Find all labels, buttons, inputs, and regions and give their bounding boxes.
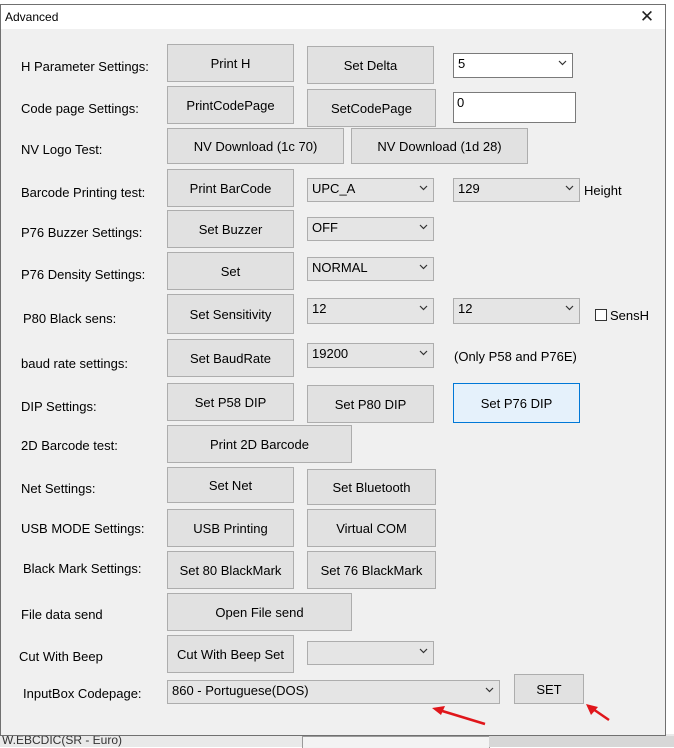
black-mark-label: Black Mark Settings: [23, 561, 142, 576]
black-sens-value-2: 12 [458, 301, 473, 316]
set-density-button[interactable]: Set [167, 252, 294, 290]
advanced-dialog: Advanced ✕ H Parameter Settings: Print H… [0, 4, 666, 736]
buzzer-value: OFF [312, 220, 338, 235]
window-title: Advanced [5, 10, 59, 24]
code-page-label: Code page Settings: [21, 101, 139, 116]
dip-label: DIP Settings: [21, 399, 97, 414]
set-codepage-button[interactable]: SetCodePage [307, 89, 436, 127]
chevron-down-icon [485, 687, 494, 693]
chevron-down-icon [419, 350, 428, 356]
density-select[interactable]: NORMAL [307, 257, 434, 281]
usb-mode-label: USB MODE Settings: [21, 521, 145, 536]
chevron-down-icon [565, 185, 574, 191]
h-param-label: H Parameter Settings: [21, 59, 149, 74]
baud-value: 19200 [312, 346, 349, 361]
file-send-label: File data send [21, 607, 103, 622]
nv-download-1d28-button[interactable]: NV Download (1d 28) [351, 128, 528, 164]
buzzer-select[interactable]: OFF [307, 217, 434, 241]
set-sensitivity-button[interactable]: Set Sensitivity [167, 294, 294, 334]
set-p80-dip-button[interactable]: Set P80 DIP [307, 385, 434, 423]
print-barcode-button[interactable]: Print BarCode [167, 169, 294, 207]
nv-logo-label: NV Logo Test: [21, 142, 103, 157]
nv-download-1c70-button[interactable]: NV Download (1c 70) [167, 128, 344, 164]
set-76-blackmark-button[interactable]: Set 76 BlackMark [307, 551, 436, 589]
density-value: NORMAL [312, 260, 368, 275]
cut-beep-label: Cut With Beep [19, 649, 103, 664]
sensh-checkbox[interactable] [595, 309, 607, 321]
inputbox-codepage-value: 860 - Portuguese(DOS) [172, 683, 309, 698]
dialog-body: H Parameter Settings: Print H Set Delta … [1, 29, 665, 735]
sensh-label: SensH [610, 308, 650, 323]
chevron-down-icon [558, 60, 567, 66]
cut-beep-set-button[interactable]: Cut With Beep Set [167, 635, 294, 673]
net-label: Net Settings: [21, 481, 96, 496]
chevron-down-icon [419, 224, 428, 230]
barcode-height-select[interactable]: 129 [453, 178, 580, 202]
usb-printing-button[interactable]: USB Printing [167, 509, 294, 547]
print-2d-barcode-button[interactable]: Print 2D Barcode [167, 425, 352, 463]
barcode-type-value: UPC_A [312, 181, 356, 196]
baud-label: baud rate settings: [21, 356, 128, 371]
delta-select[interactable]: 5 [453, 53, 573, 78]
set-bluetooth-button[interactable]: Set Bluetooth [307, 469, 436, 505]
baud-select[interactable]: 19200 [307, 343, 434, 368]
set-p76-dip-button[interactable]: Set P76 DIP [453, 383, 580, 423]
background-panel [302, 736, 490, 748]
delta-select-value: 5 [458, 56, 466, 71]
codepage-input-value: 0 [457, 95, 465, 110]
black-sens-select-2[interactable]: 12 [453, 298, 580, 324]
annotation-arrow-icon [432, 706, 486, 726]
chevron-down-icon [565, 305, 574, 311]
inputbox-codepage-label: InputBox Codepage: [23, 686, 142, 701]
set-p58-dip-button[interactable]: Set P58 DIP [167, 383, 294, 421]
barcode-height-value: 129 [458, 181, 480, 196]
open-file-send-button[interactable]: Open File send [167, 593, 352, 631]
cut-beep-select[interactable] [307, 641, 434, 665]
buzzer-label: P76 Buzzer Settings: [21, 225, 143, 240]
set-80-blackmark-button[interactable]: Set 80 BlackMark [167, 551, 294, 589]
chevron-down-icon [419, 305, 428, 311]
virtual-com-button[interactable]: Virtual COM [307, 509, 436, 547]
black-sens-select-1[interactable]: 12 [307, 298, 434, 324]
title-bar: Advanced ✕ [1, 5, 665, 29]
set-delta-button[interactable]: Set Delta [307, 46, 434, 84]
inputbox-codepage-select[interactable]: 860 - Portuguese(DOS) [167, 680, 500, 704]
height-label: Height [584, 183, 622, 198]
annotation-arrow-icon [586, 704, 610, 722]
background-list-text: W.EBCDIC(SR - Euro) [2, 733, 123, 747]
set-codepage-submit-button[interactable]: SET [514, 674, 584, 704]
chevron-down-icon [419, 264, 428, 270]
print-h-button[interactable]: Print H [167, 44, 294, 82]
set-buzzer-button[interactable]: Set Buzzer [167, 210, 294, 248]
background-panel-2 [489, 736, 674, 747]
baud-note: (Only P58 and P76E) [454, 349, 577, 364]
chevron-down-icon [419, 648, 428, 654]
barcode-2d-label: 2D Barcode test: [21, 438, 118, 453]
black-sens-value-1: 12 [312, 301, 327, 316]
close-icon[interactable]: ✕ [639, 7, 655, 26]
codepage-input[interactable]: 0 [453, 92, 576, 123]
print-codepage-button[interactable]: PrintCodePage [167, 86, 294, 124]
density-label: P76 Density Settings: [21, 267, 146, 282]
barcode-type-select[interactable]: UPC_A [307, 178, 434, 202]
barcode-label: Barcode Printing test: [21, 185, 146, 200]
black-sens-label: P80 Black sens: [23, 311, 117, 326]
set-baudrate-button[interactable]: Set BaudRate [167, 339, 294, 377]
set-net-button[interactable]: Set Net [167, 467, 294, 503]
chevron-down-icon [419, 185, 428, 191]
